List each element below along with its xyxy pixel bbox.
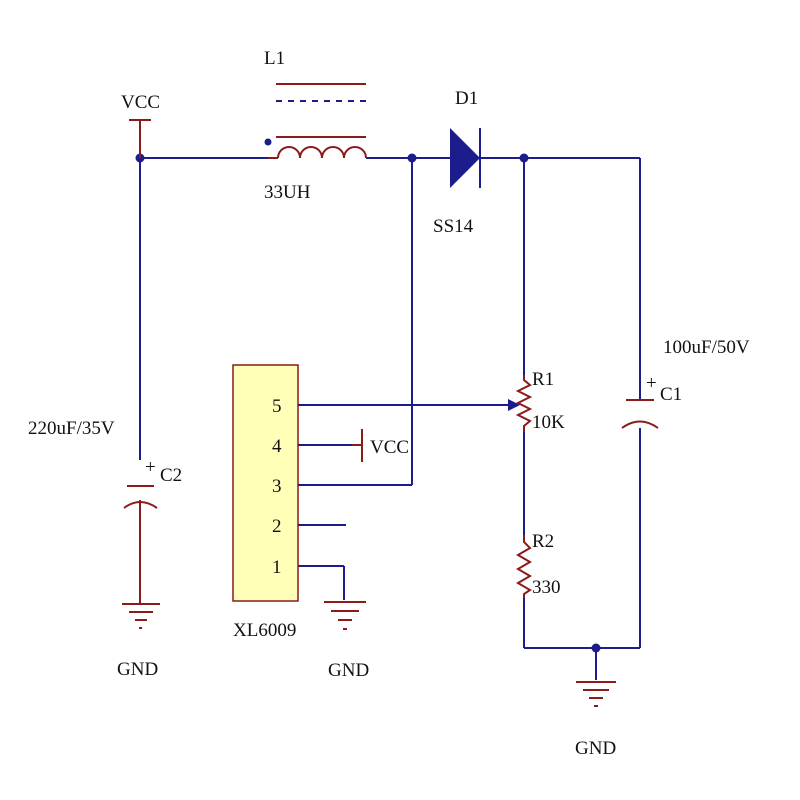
ic-pin-5: 5: [272, 396, 282, 417]
inductor-dot: [264, 138, 272, 146]
wires: [139, 157, 641, 680]
r2-value: 330: [532, 577, 561, 598]
r2-ref: R2: [532, 531, 554, 552]
cap-c2-ref: C2: [160, 465, 182, 486]
vcc-symbol-top[interactable]: VCC: [121, 92, 160, 158]
cap-c2-value: 220uF/35V: [28, 418, 115, 439]
gnd-label-ic: GND: [328, 660, 369, 681]
ic-pin-4: 4: [272, 436, 282, 457]
r1-value: 10K: [532, 412, 565, 433]
ic-pin-2: 2: [272, 516, 282, 537]
potentiometer-r1[interactable]: R1 10K: [508, 369, 565, 433]
gnd-symbol-right[interactable]: GND: [575, 681, 616, 759]
inductor-value: 33UH: [264, 182, 311, 203]
cap-c2-plus: +: [145, 457, 156, 478]
inductor-ref: L1: [264, 48, 285, 69]
diode-triangle: [450, 128, 480, 188]
cap-c1-ref: C1: [660, 384, 682, 405]
resistor-r2[interactable]: R2 330: [516, 531, 561, 598]
ic-body: [232, 364, 299, 602]
ic-pin-1: 1: [272, 557, 282, 578]
r1-ref: R1: [532, 369, 554, 390]
cap-c1-value: 100uF/50V: [663, 337, 750, 358]
gnd-symbol-ic[interactable]: GND: [324, 601, 369, 681]
gnd-label-left: GND: [117, 659, 158, 680]
diode-ref: D1: [455, 88, 478, 109]
gnd-label-right: GND: [575, 738, 616, 759]
capacitor-c1[interactable]: + C1 100uF/50V: [621, 337, 750, 429]
cap-c1-plus: +: [646, 373, 657, 394]
ic-pin-3: 3: [272, 476, 282, 497]
junctions: [135, 153, 601, 653]
ic-xl6009[interactable]: 5 4 3 2 1 XL6009: [232, 364, 299, 641]
junction-dot: [591, 643, 601, 653]
diode-value: SS14: [433, 216, 474, 237]
vcc-label: VCC: [121, 92, 160, 113]
junction-dot: [407, 153, 417, 163]
diode-d1[interactable]: D1 SS14: [433, 88, 481, 237]
inductor-l1[interactable]: L1 33UH: [264, 48, 367, 203]
wiper-arrow: [508, 399, 520, 411]
junction-dot: [519, 153, 529, 163]
vcc-label-ic: VCC: [370, 437, 409, 458]
vcc-symbol-ic[interactable]: VCC: [352, 429, 409, 462]
ic-name: XL6009: [233, 620, 296, 641]
gnd-symbol-left[interactable]: GND: [117, 603, 160, 680]
capacitor-c2[interactable]: + C2 220uF/35V: [28, 418, 182, 604]
